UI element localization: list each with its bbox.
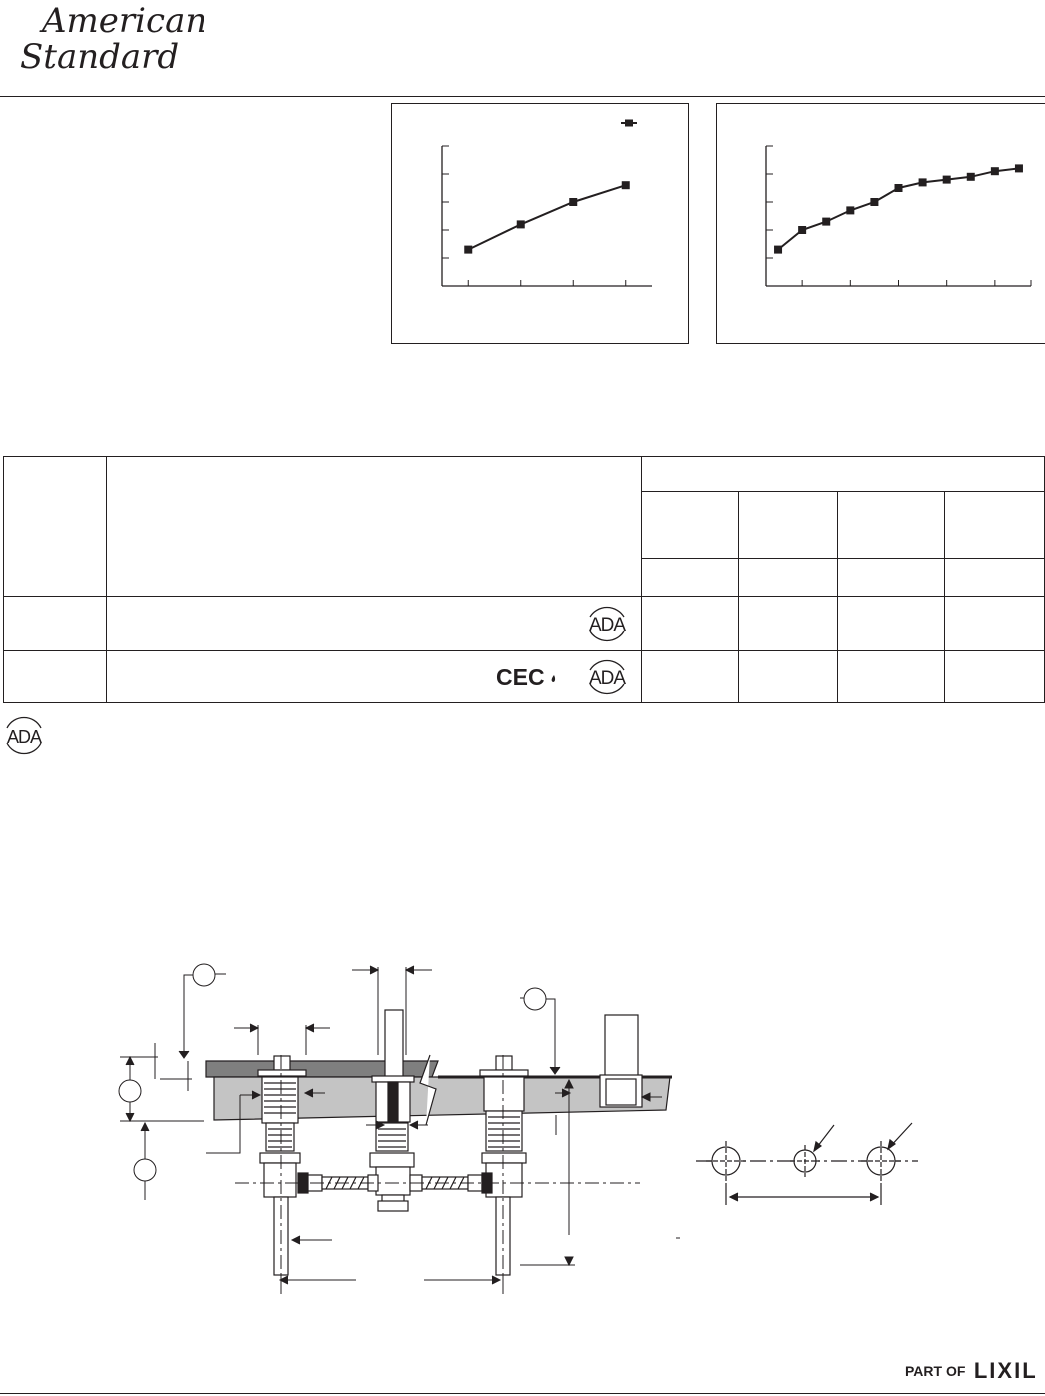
- data-point: [846, 206, 855, 215]
- data-point: [774, 245, 783, 254]
- header-rule: [0, 96, 1045, 97]
- data-point: [894, 184, 903, 192]
- data-point: [966, 172, 975, 181]
- row-1-finish-cell-2: [738, 596, 838, 651]
- hole-pattern-drawing: [696, 1122, 918, 1205]
- data-point: [798, 226, 807, 234]
- ada-badge-text: ADA: [589, 668, 626, 689]
- row-2-finish-cell-4: [944, 650, 1045, 703]
- right-valve: [479, 1055, 529, 1276]
- header-finish-cell-2: [738, 491, 838, 559]
- row-1-description-cell: ADA: [106, 596, 642, 651]
- break-line: [419, 1054, 437, 1126]
- lixil-footer-logo: PART OF LIXIL: [905, 1358, 1045, 1384]
- cec-badge-text: CEC: [496, 664, 545, 690]
- water-drop-icon: [551, 674, 556, 682]
- data-point: [1014, 164, 1023, 173]
- data-point: [870, 198, 879, 206]
- cec-certified-icon: CEC: [496, 664, 556, 690]
- row-2-finish-cell-1: [641, 650, 739, 703]
- data-point: [918, 178, 927, 187]
- data-point: [822, 217, 831, 226]
- flow-chart-right-svg: [765, 145, 1032, 287]
- ada-compliant-icon: ADA: [589, 659, 627, 694]
- row-1-finish-cell-4: [944, 596, 1045, 651]
- data-point: [516, 220, 525, 229]
- flow-chart-left: [391, 103, 689, 344]
- american-standard-logo: American Standard: [20, 1, 204, 77]
- footer-brand: LIXIL: [973, 1358, 1038, 1383]
- left-valve-hole: [711, 1146, 741, 1176]
- callout-circle: [118, 1079, 142, 1103]
- data-point: [621, 181, 630, 190]
- data-point: [990, 167, 999, 176]
- right-valve-hole: [866, 1146, 896, 1176]
- row-2-model-cell: [3, 650, 107, 703]
- flow-chart-left-svg: [441, 119, 652, 287]
- header-finish-cell-3: [837, 491, 945, 559]
- row-1-model-cell: [3, 596, 107, 651]
- footer-rule: [0, 1393, 1045, 1394]
- chart-right-series: [774, 164, 1023, 254]
- handle-trim: [599, 1014, 643, 1108]
- table-row: ADA: [3, 596, 1045, 651]
- row-2-description-cell: CEC ADA: [106, 650, 642, 703]
- series-line: [467, 184, 627, 251]
- header-description-cell: [106, 456, 642, 597]
- header-code-cell-1: [641, 558, 739, 597]
- table-header-row-1: [3, 456, 1045, 597]
- data-point: [942, 175, 951, 184]
- logo-line-standard: Standard: [20, 37, 179, 77]
- row-1-finish-cell-3: [837, 596, 945, 651]
- legend-marker: [625, 119, 633, 127]
- chart-left-legend: [621, 119, 637, 127]
- ada-compliant-icon: ADA: [589, 606, 627, 641]
- series-line: [777, 167, 1020, 251]
- header-model-cell: [3, 456, 107, 597]
- flow-chart-right: [716, 103, 1045, 344]
- ada-note-icon: ADA: [6, 716, 43, 755]
- callout-circle: [192, 963, 216, 987]
- chart-right-axes: [765, 145, 1032, 287]
- center-spout: [369, 1009, 415, 1212]
- logo-line-american: American: [39, 1, 204, 41]
- row-1-finish-cell-1: [641, 596, 739, 651]
- callout-circle: [523, 987, 547, 1011]
- header-finish-group-cell: [641, 456, 1045, 492]
- row-2-finish-cell-2: [738, 650, 838, 703]
- header-code-cell-4: [944, 558, 1045, 597]
- chart-left-series: [464, 181, 630, 254]
- table-header-row-3: [4, 558, 1045, 597]
- callout-circle: [133, 1158, 157, 1182]
- header-code-cell-2: [738, 558, 838, 597]
- data-point: [464, 245, 473, 254]
- data-point: [569, 198, 578, 206]
- header-finish-cell-4: [944, 491, 1045, 559]
- ada-note-text: ADA: [7, 727, 42, 747]
- header-code-cell-3: [837, 558, 945, 597]
- model-spec-table: ADA CEC ADA: [3, 456, 1045, 703]
- footer-prefix: PART OF: [905, 1363, 966, 1379]
- row-2-finish-cell-3: [837, 650, 945, 703]
- chart-left-axes: [441, 145, 652, 287]
- header-finish-cell-1: [641, 491, 739, 559]
- faucet-installation-drawing: [118, 963, 680, 1295]
- ada-badge-text: ADA: [589, 615, 626, 636]
- table-row: CEC ADA: [3, 650, 1045, 703]
- dimension-lines: [118, 963, 680, 1295]
